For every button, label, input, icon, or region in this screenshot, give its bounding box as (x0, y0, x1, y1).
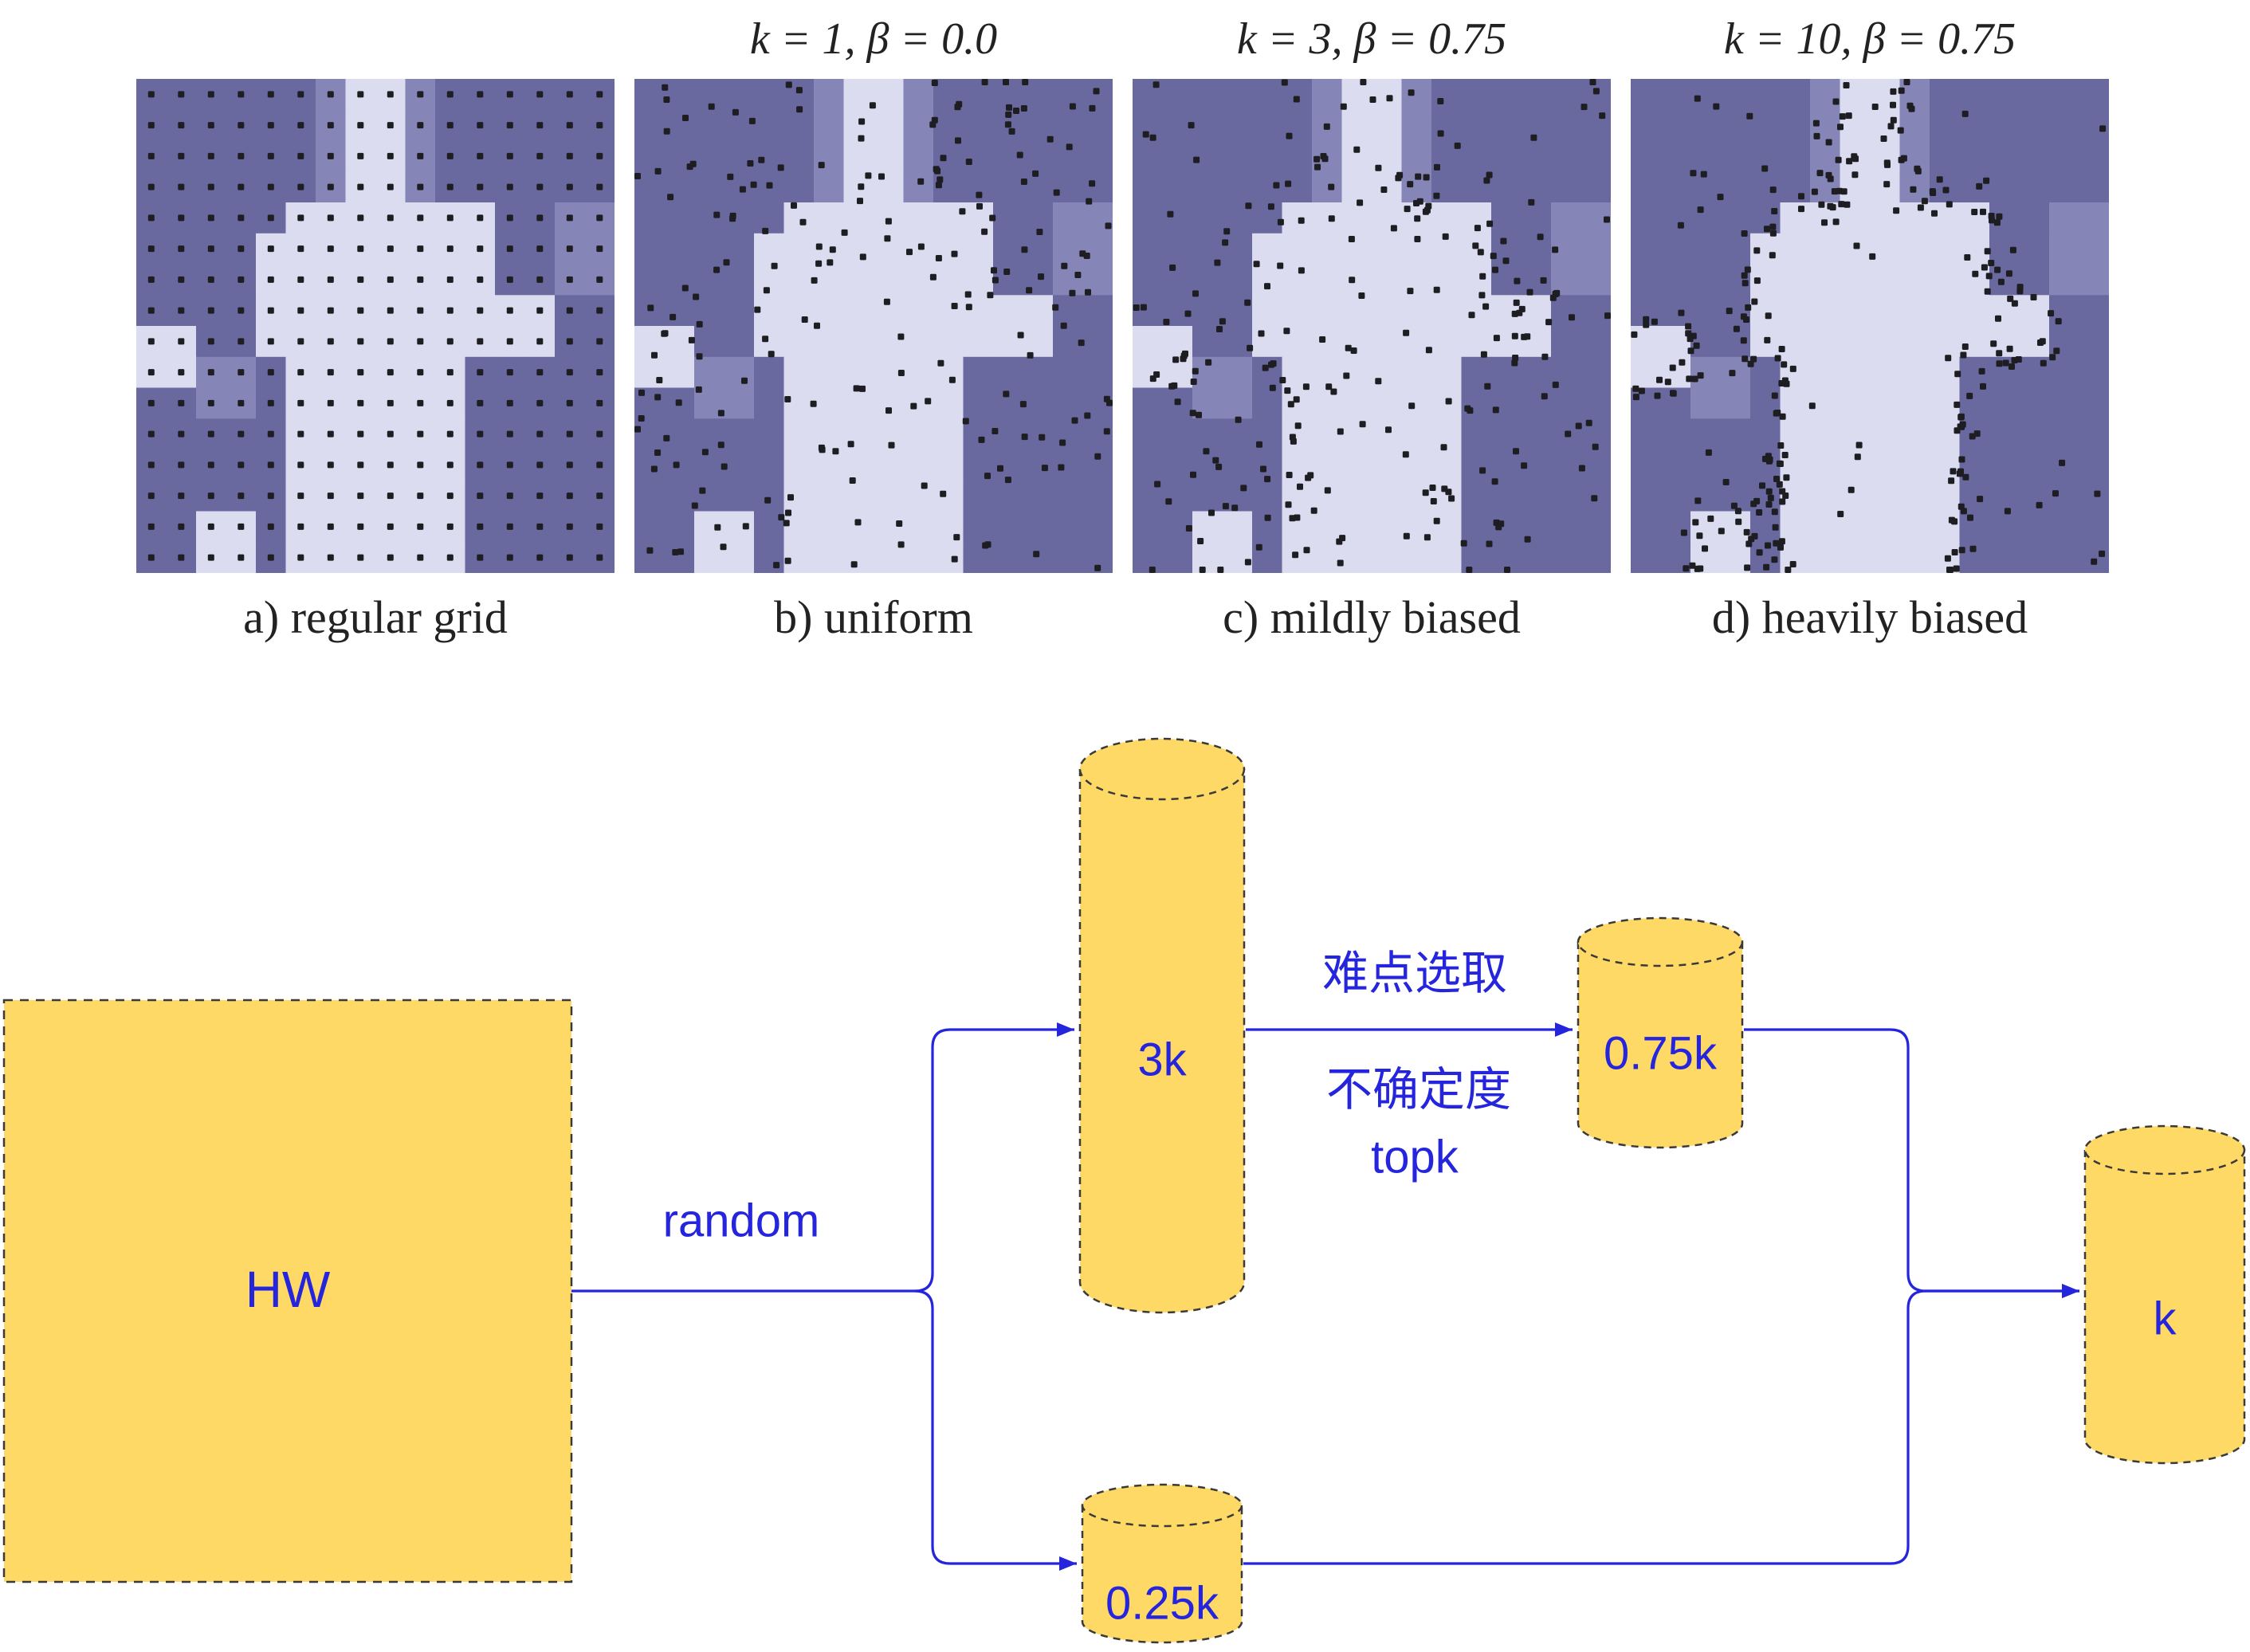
panel-caption: d) heavily biased (1711, 591, 2028, 643)
edge-075k-to-k (1744, 1028, 2079, 1298)
random-edge-label: random (662, 1195, 820, 1247)
panel-caption: c) mildly biased (1223, 591, 1521, 643)
hard-point-selection-label: 难点选取 (1321, 948, 1508, 999)
panel-group-heavily-biased: k = 10, β = 0.75 d) heavily biased (1631, 0, 2109, 653)
panel-title: k = 1, β = 0.0 (749, 14, 998, 64)
edge-split-to-3k (914, 1022, 1074, 1293)
panel-image-mildly-biased (1133, 79, 1611, 573)
cylinder-k (2083, 1124, 2246, 1465)
panel-image-heavily-biased (1631, 79, 2109, 573)
edge-split-to-025k (914, 1289, 1077, 1571)
panel-title: k = 10, β = 0.75 (1723, 14, 2016, 64)
edge-025k-to-k (1243, 1284, 2079, 1565)
node-025k-label: 0.25k (1105, 1577, 1219, 1630)
panel-image-regular-grid (136, 79, 615, 573)
node-075k-label: 0.75k (1604, 1027, 1717, 1080)
panel-caption: b) uniform (774, 591, 973, 643)
panel-title: k = 3, β = 0.75 (1236, 14, 1507, 64)
node-k-label: k (2153, 1293, 2177, 1345)
node-3k-label: 3k (1137, 1034, 1187, 1086)
panel-caption: a) regular grid (243, 591, 508, 643)
hw-label: HW (245, 1261, 331, 1318)
panel-image-uniform (634, 79, 1113, 573)
cylinder-3k (1078, 737, 1246, 1314)
topk-label: topk (1371, 1131, 1459, 1183)
hw-block (2, 999, 573, 1583)
uncertainty-label: 不确定度 (1325, 1064, 1512, 1116)
cylinder-025k (1081, 1483, 1243, 1644)
panel-group-uniform: k = 1, β = 0.0 b) uniform (634, 0, 1113, 653)
cylinder-075k (1577, 916, 1744, 1149)
panel-group-mildly-biased: k = 3, β = 0.75 c) mildly biased (1133, 0, 1611, 653)
panel-group-regular-grid: a) regular grid (136, 0, 615, 653)
